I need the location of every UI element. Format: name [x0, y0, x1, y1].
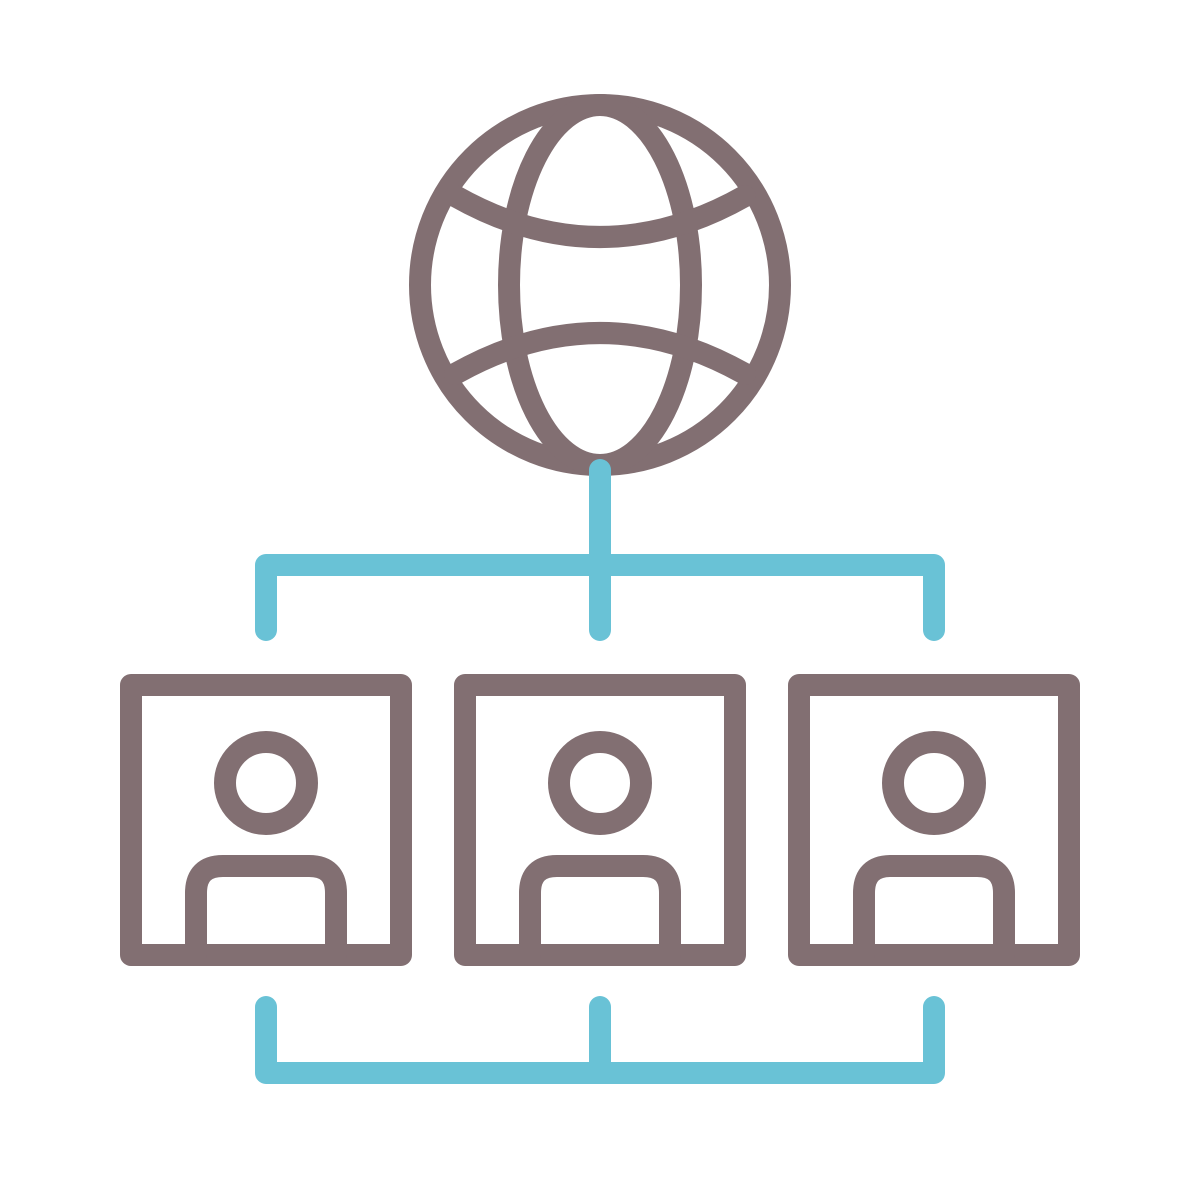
user-card-frame: [454, 674, 746, 966]
user-card-frame: [120, 674, 412, 966]
user-body: [853, 855, 1015, 966]
globe-meridian: [498, 94, 702, 476]
globe-icon: [409, 94, 791, 476]
bottom-connector: [255, 996, 945, 1084]
globe-lower-latitude: [444, 322, 756, 385]
globe-outline: [409, 94, 791, 476]
user-head: [548, 731, 652, 835]
user-body: [519, 855, 681, 966]
top-connector: [255, 459, 945, 641]
user-card-frame: [788, 674, 1080, 966]
user-head: [882, 731, 986, 835]
user-card-center: [454, 674, 746, 966]
user-head: [214, 731, 318, 835]
user-card-right: [788, 674, 1080, 966]
top-connector-branch: [255, 554, 945, 641]
user-card-left: [120, 674, 412, 966]
user-icon: [519, 731, 681, 966]
user-icon: [185, 731, 347, 966]
user-body: [185, 855, 347, 966]
globe-upper-latitude: [444, 185, 756, 248]
user-icon: [853, 731, 1015, 966]
